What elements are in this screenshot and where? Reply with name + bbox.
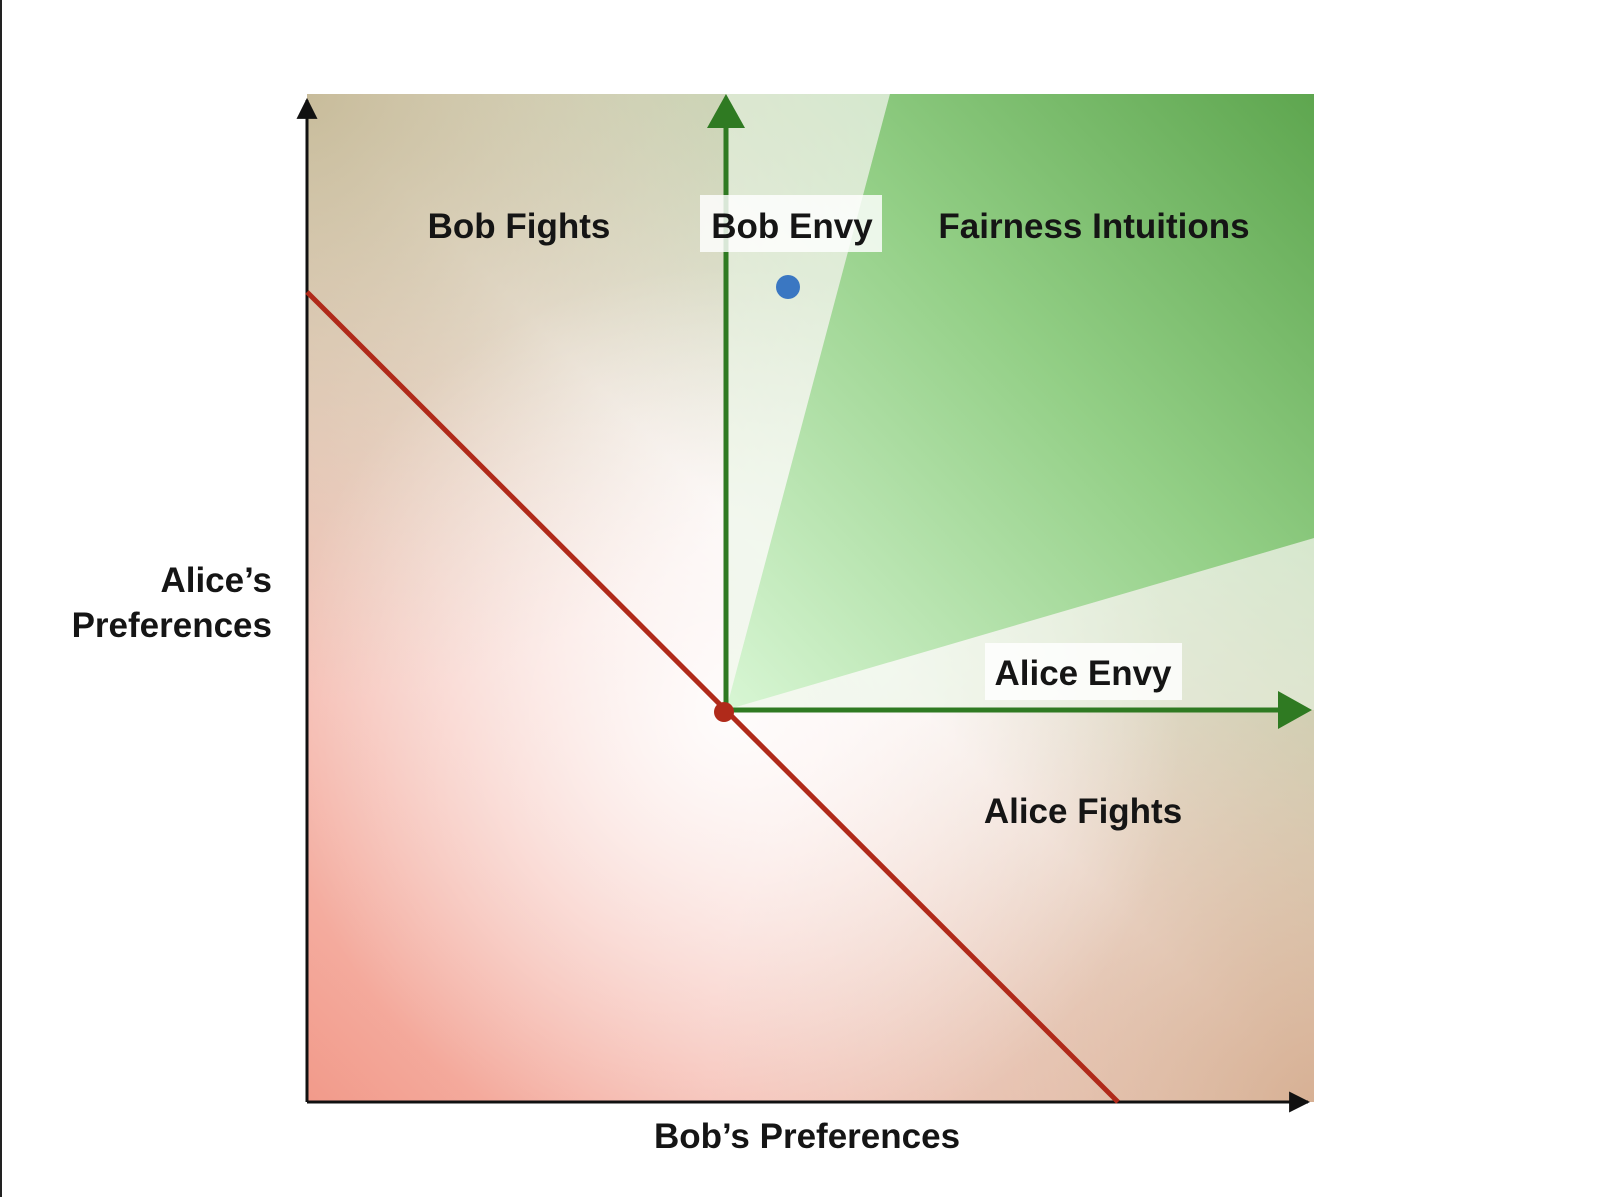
bob-envy-label: Bob Envy: [711, 207, 873, 246]
disagreement-point: [714, 702, 734, 722]
alice-envy-arrowhead: [1278, 691, 1312, 729]
y-axis-label-line1: Alice’s: [160, 561, 272, 600]
alice-fights-label: Alice Fights: [984, 792, 1182, 831]
allocation-point: [776, 275, 800, 299]
bob-envy-label-box: [700, 195, 882, 252]
x-axis-label: Bob’s Preferences: [654, 1117, 960, 1156]
fairness-intuitions-label: Fairness Intuitions: [938, 207, 1249, 246]
y-axis-label-line2: Preferences: [72, 606, 272, 645]
alice-envy-label-box: [985, 643, 1182, 700]
bob-fights-label: Bob Fights: [428, 207, 611, 246]
pareto-line: [305, 290, 1120, 1104]
alice-envy-label: Alice Envy: [994, 654, 1172, 693]
bob-envy-arrowhead: [707, 94, 745, 128]
